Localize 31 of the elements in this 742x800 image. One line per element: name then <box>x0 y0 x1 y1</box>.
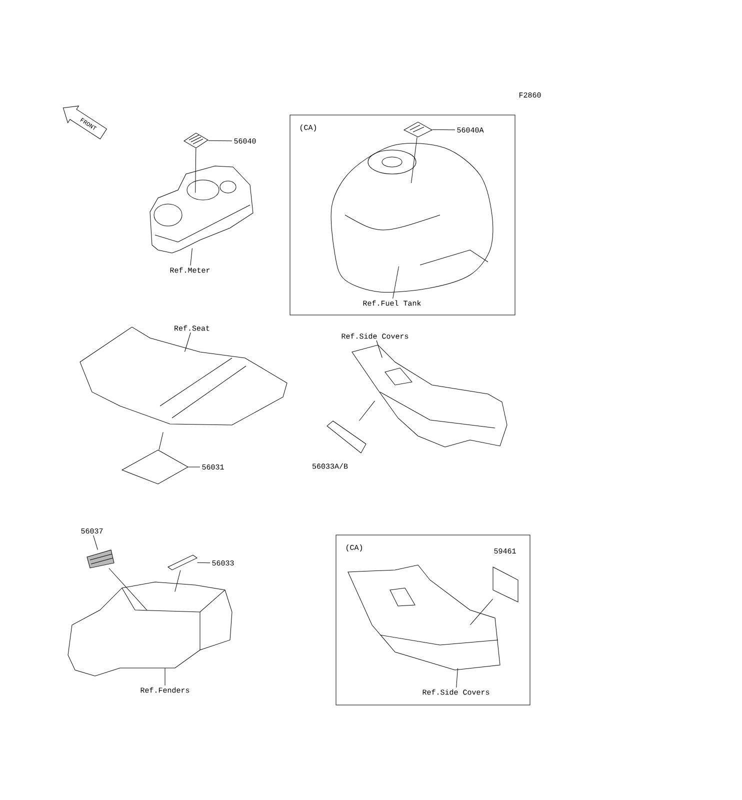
fender-drawing <box>68 582 232 676</box>
decal-drawing <box>492 566 518 602</box>
seat-drawing <box>80 326 288 426</box>
decal-drawing <box>184 132 208 148</box>
decal-drawing <box>86 550 114 568</box>
decal-drawing <box>404 122 432 138</box>
side-cover-drawing <box>348 564 500 670</box>
leader-line <box>93 535 98 550</box>
leader-line <box>432 129 456 130</box>
decal-drawing <box>326 420 366 454</box>
leader-line <box>208 140 232 142</box>
leader-line <box>195 148 196 193</box>
leader-line <box>197 562 210 564</box>
leader-line <box>158 432 164 450</box>
meter-drawing <box>150 166 254 254</box>
side-cover-drawing <box>352 344 508 448</box>
leader-line <box>411 137 418 184</box>
decal-drawing <box>168 554 198 570</box>
decal-drawing <box>122 450 188 484</box>
leader-line <box>392 266 399 299</box>
leader-line <box>358 400 375 421</box>
fuel-tank-drawing <box>330 143 494 293</box>
leader-line <box>470 598 493 626</box>
leader-line <box>188 466 200 468</box>
leader-line <box>376 340 382 358</box>
leader-line <box>164 668 166 686</box>
leader-line <box>108 568 147 610</box>
leader-line <box>190 248 192 266</box>
leader-line <box>174 570 181 592</box>
leader-line <box>184 332 191 352</box>
leader-line <box>456 668 458 688</box>
